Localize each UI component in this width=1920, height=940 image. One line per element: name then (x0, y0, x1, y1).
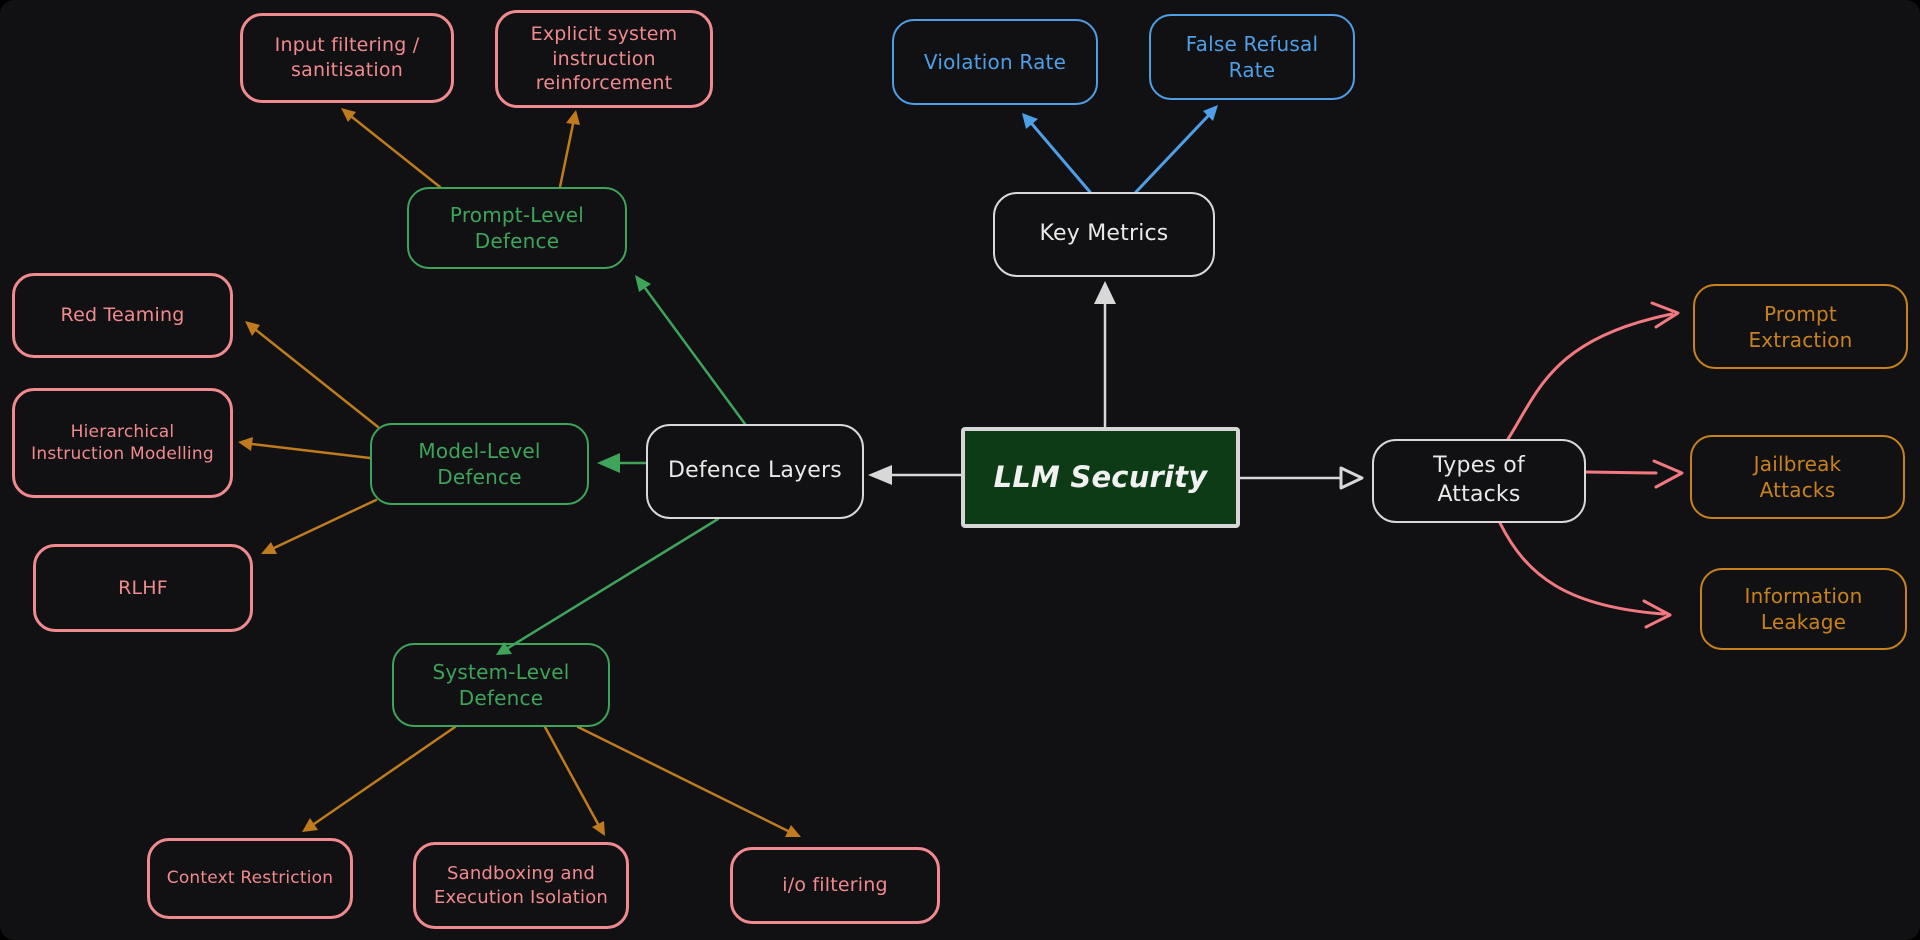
node-red-teaming[interactable]: Red Teaming (12, 273, 233, 358)
node-label: Key Metrics (1039, 221, 1169, 247)
node-input-filtering[interactable]: Input filtering / sanitisation (240, 13, 454, 103)
node-false-refusal-rate[interactable]: False Refusal Rate (1149, 14, 1355, 100)
node-label: i/o filtering (782, 874, 888, 897)
edge-key-metrics-to-false-refusal-rate[interactable] (1134, 105, 1218, 194)
node-label: Sandboxing and Execution Isolation (433, 863, 609, 908)
node-rlhf[interactable]: RLHF (33, 544, 253, 632)
node-label: Explicit system instruction reinforcemen… (530, 22, 678, 95)
node-system-level-defence[interactable]: System-Level Defence (392, 643, 610, 727)
edge-prompt-level-to-explicit-system[interactable] (558, 110, 580, 189)
edge-defence-layers-to-prompt-level-defence[interactable] (635, 275, 747, 426)
node-information-leakage[interactable]: Information Leakage (1700, 568, 1907, 650)
node-explicit-system-instruction[interactable]: Explicit system instruction reinforcemen… (495, 10, 713, 108)
node-hierarchical-instruction-modelling[interactable]: Hierarchical Instruction Modelling (12, 388, 233, 498)
edge-types-of-attacks-to-prompt-extraction[interactable] (1506, 301, 1680, 441)
node-label: LLM Security (993, 459, 1208, 494)
node-sandboxing-execution-isolation[interactable]: Sandboxing and Execution Isolation (413, 842, 629, 929)
edge-model-level-to-hierarchical[interactable] (238, 437, 372, 460)
node-label: RLHF (118, 576, 168, 599)
edge-defence-layers-to-system-level-defence[interactable] (496, 517, 720, 655)
node-jailbreak-attacks[interactable]: Jailbreak Attacks (1690, 435, 1905, 519)
edge-prompt-level-to-input-filtering[interactable] (341, 108, 442, 189)
node-context-restriction[interactable]: Context Restriction (147, 838, 353, 919)
node-prompt-level-defence[interactable]: Prompt-Level Defence (407, 187, 627, 269)
node-violation-rate[interactable]: Violation Rate (892, 19, 1098, 105)
edge-model-level-to-rlhf[interactable] (261, 498, 378, 554)
node-label: System-Level Defence (432, 660, 570, 710)
edge-model-level-to-red-teaming[interactable] (245, 321, 380, 429)
edge-system-level-to-context-restriction[interactable] (302, 725, 457, 832)
node-key-metrics[interactable]: Key Metrics (993, 192, 1215, 277)
edge-types-of-attacks-to-jailbreak-attacks[interactable] (1584, 459, 1684, 489)
node-label: Violation Rate (923, 50, 1067, 74)
node-label: Context Restriction (166, 868, 334, 889)
node-prompt-extraction[interactable]: Prompt Extraction (1693, 284, 1908, 369)
node-label: Prompt-Level Defence (449, 203, 585, 253)
edge-system-level-to-io-filtering[interactable] (576, 725, 801, 837)
node-io-filtering[interactable]: i/o filtering (730, 847, 940, 924)
node-label: Types of Attacks (1433, 453, 1525, 507)
node-label: Input filtering / sanitisation (274, 34, 420, 81)
edge-system-level-to-sandboxing[interactable] (543, 725, 605, 836)
node-model-level-defence[interactable]: Model-Level Defence (370, 423, 589, 505)
node-label: Model-Level Defence (418, 439, 541, 489)
node-label: Jailbreak Attacks (1753, 452, 1842, 502)
node-defence-layers[interactable]: Defence Layers (646, 424, 864, 519)
edge-llm-security-to-types-of-attacks[interactable] (1238, 466, 1364, 490)
node-label: Red Teaming (60, 304, 185, 327)
node-label: Defence Layers (668, 458, 842, 484)
edge-key-metrics-to-violation-rate[interactable] (1022, 113, 1092, 194)
node-types-of-attacks[interactable]: Types of Attacks (1372, 439, 1586, 523)
edge-types-of-attacks-to-information-leakage[interactable] (1498, 521, 1672, 629)
node-label: Hierarchical Instruction Modelling (31, 421, 214, 464)
node-label: Information Leakage (1744, 584, 1863, 634)
node-llm-security[interactable]: LLM Security (961, 427, 1240, 528)
node-label: Prompt Extraction (1748, 301, 1853, 352)
edge-defence-layers-to-model-level-defence[interactable] (597, 453, 648, 473)
edge-llm-security-to-key-metrics[interactable] (1094, 281, 1116, 429)
node-label: False Refusal Rate (1185, 32, 1319, 82)
edge-llm-security-to-defence-layers[interactable] (868, 465, 963, 485)
